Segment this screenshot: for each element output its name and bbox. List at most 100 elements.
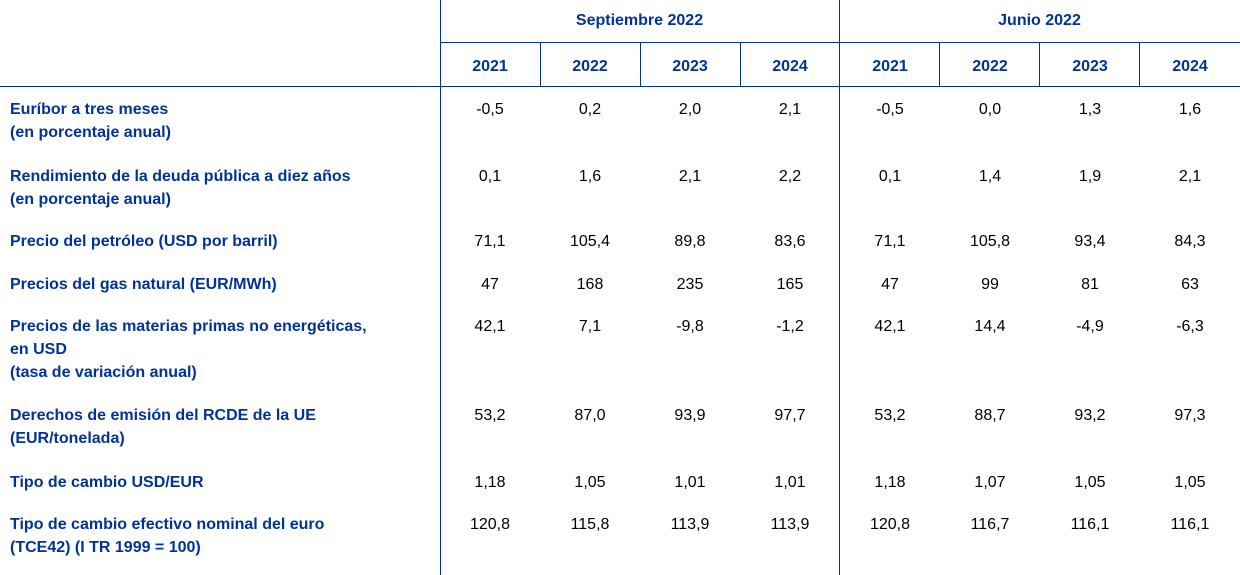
value-cell: 1,05 — [1074, 474, 1106, 491]
group-header: Septiembre 2022 — [575, 12, 704, 29]
value-cell: 88,7 — [974, 407, 1006, 424]
value-cell: 120,8 — [469, 516, 511, 533]
value-cell: 1,9 — [1078, 168, 1102, 185]
value-cell: -0,5 — [876, 101, 904, 118]
value-cell: 2,2 — [778, 168, 802, 185]
divider — [540, 43, 541, 86]
value-cell: 116,1 — [1170, 516, 1210, 533]
group-header: Junio 2022 — [998, 12, 1081, 29]
value-cell: 1,4 — [978, 168, 1002, 185]
row-label: Precios del gas natural (EUR/MWh) — [10, 273, 430, 296]
value-cell: 0,1 — [478, 168, 502, 185]
value-cell: 93,4 — [1074, 233, 1106, 250]
value-cell: 93,9 — [674, 407, 706, 424]
value-cell: 71,1 — [874, 233, 906, 250]
value-cell: 168 — [576, 276, 604, 293]
value-cell: 105,8 — [969, 233, 1011, 250]
value-cell: 113,9 — [670, 516, 710, 533]
row-label-line: en USD — [10, 341, 67, 358]
value-cell: -0,5 — [476, 101, 504, 118]
row-label: Rendimiento de la deuda pública a diez a… — [10, 165, 430, 211]
value-cell: 1,05 — [574, 474, 606, 491]
value-cell: 1,3 — [1078, 101, 1102, 118]
row-label: Derechos de emisión del RCDE de la UE (EU… — [10, 404, 430, 450]
row-label-line: Euríbor a tres meses — [10, 101, 169, 118]
row-label-line: Tipo de cambio USD/EUR — [10, 474, 204, 491]
value-cell: 7,1 — [578, 318, 602, 335]
value-cell: 0,1 — [878, 168, 902, 185]
divider — [740, 43, 741, 86]
row-label-line: (EUR/tonelada) — [10, 430, 125, 447]
value-cell: 87,0 — [574, 407, 606, 424]
value-cell: 97,7 — [774, 407, 806, 424]
row-label-line: (en porcentaje anual) — [10, 124, 171, 141]
value-cell: 2,1 — [778, 101, 802, 118]
row-label-line: Tipo de cambio efectivo nominal del euro — [10, 516, 325, 533]
value-cell: 1,05 — [1174, 474, 1206, 491]
value-cell: 53,2 — [874, 407, 906, 424]
year-header: 2023 — [1072, 58, 1108, 75]
value-cell: 47 — [881, 276, 899, 293]
year-header: 2021 — [472, 58, 508, 75]
value-cell: 42,1 — [474, 318, 506, 335]
divider — [0, 86, 1240, 87]
value-cell: 99 — [981, 276, 999, 293]
divider — [440, 42, 1240, 43]
value-cell: 1,6 — [1178, 101, 1202, 118]
divider — [1039, 43, 1040, 86]
value-cell: 89,8 — [674, 233, 706, 250]
value-cell: 113,9 — [770, 516, 810, 533]
value-cell: 165 — [776, 276, 804, 293]
value-cell: 63 — [1181, 276, 1199, 293]
year-header: 2024 — [1172, 58, 1208, 75]
value-cell: 93,2 — [1074, 407, 1106, 424]
value-cell: 120,8 — [869, 516, 911, 533]
year-header: 2021 — [872, 58, 908, 75]
row-label: Precios de las materias primas no energé… — [10, 315, 430, 384]
value-cell: 2,0 — [678, 101, 702, 118]
value-cell: 2,1 — [678, 168, 702, 185]
row-label-line: Derechos de emisión del RCDE de la UE — [10, 407, 316, 424]
value-cell: 1,18 — [474, 474, 506, 491]
value-cell: 2,1 — [1178, 168, 1202, 185]
row-label-line: (en porcentaje anual) — [10, 191, 171, 208]
divider — [1139, 43, 1140, 86]
value-cell: 1,6 — [578, 168, 602, 185]
value-cell: 47 — [481, 276, 499, 293]
row-label-line: (TCE42) (I TR 1999 = 100) — [10, 539, 201, 556]
value-cell: 71,1 — [474, 233, 506, 250]
divider — [440, 0, 441, 575]
divider — [939, 43, 940, 86]
value-cell: 14,4 — [974, 318, 1006, 335]
value-cell: 84,3 — [1174, 233, 1206, 250]
row-label-line: (tasa de variación anual) — [10, 364, 197, 381]
year-header: 2023 — [672, 58, 708, 75]
row-label-line: Precios de las materias primas no energé… — [10, 318, 367, 335]
value-cell: 81 — [1081, 276, 1099, 293]
value-cell: 105,4 — [569, 233, 611, 250]
row-label-line: Precios del gas natural (EUR/MWh) — [10, 276, 277, 293]
value-cell: 116,7 — [970, 516, 1010, 533]
year-header: 2024 — [772, 58, 808, 75]
row-label: Precio del petróleo (USD por barril) — [10, 230, 430, 253]
value-cell: -1,2 — [776, 318, 804, 335]
value-cell: 1,07 — [974, 474, 1006, 491]
value-cell: 1,01 — [774, 474, 806, 491]
row-label-line: Rendimiento de la deuda pública a diez a… — [10, 168, 351, 185]
value-cell: 83,6 — [774, 233, 806, 250]
value-cell: 235 — [676, 276, 704, 293]
value-cell: 0,2 — [578, 101, 602, 118]
value-cell: 115,8 — [570, 516, 610, 533]
row-label: Euríbor a tres meses (en porcentaje anual… — [10, 98, 430, 144]
year-header: 2022 — [972, 58, 1008, 75]
divider — [839, 0, 840, 575]
year-header: 2022 — [572, 58, 608, 75]
value-cell: -9,8 — [676, 318, 704, 335]
value-cell: 53,2 — [474, 407, 506, 424]
value-cell: 42,1 — [874, 318, 906, 335]
divider — [640, 43, 641, 86]
value-cell: 1,18 — [874, 474, 906, 491]
value-cell: -4,9 — [1076, 318, 1104, 335]
value-cell: 0,0 — [978, 101, 1002, 118]
